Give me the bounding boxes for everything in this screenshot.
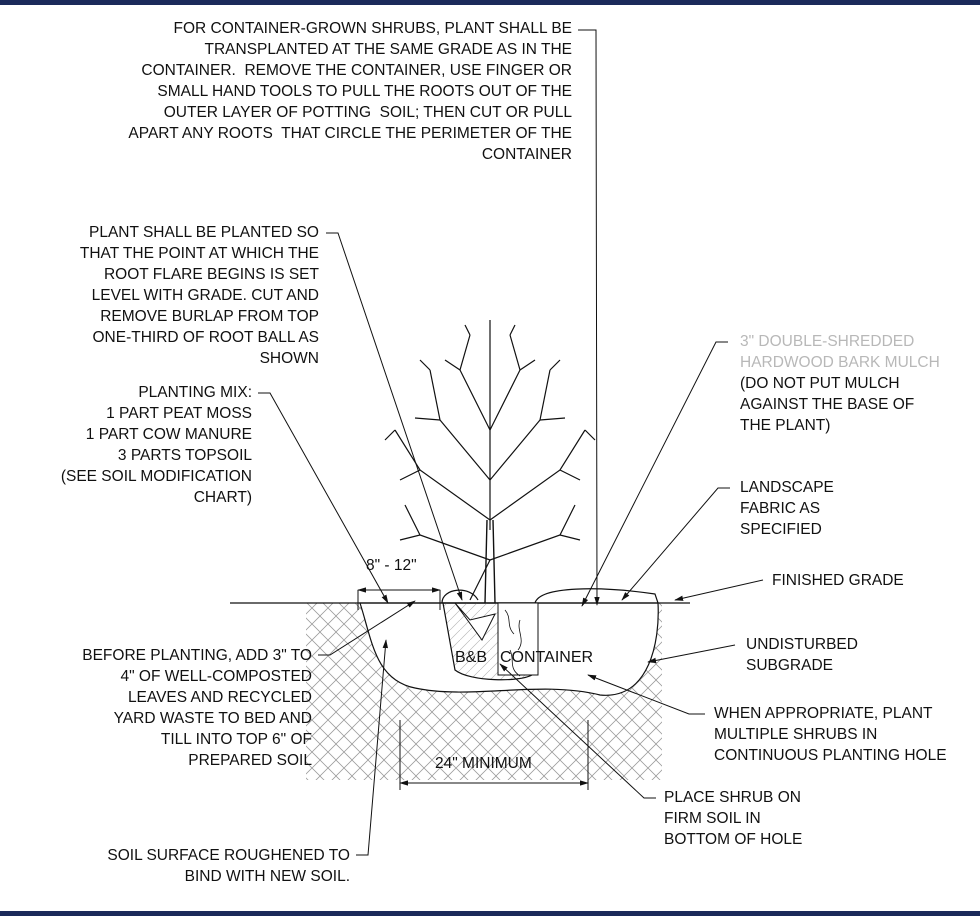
tree-trunk	[484, 519, 496, 604]
note-mulch-spec: 3" DOUBLE-SHREDDED HARDWOOD BARK MULCH	[740, 333, 940, 371]
bottom-frame-bar	[0, 911, 980, 916]
note-landscape-fabric: LANDSCAPE FABRIC AS SPECIFIED	[740, 479, 834, 538]
note-place-shrub: PLACE SHRUB ON FIRM SOIL IN BOTTOM OF HO…	[664, 789, 803, 848]
note-soil-surface: SOIL SURFACE ROUGHENED TO BIND WITH NEW …	[107, 847, 350, 885]
tree-canopy	[384, 320, 596, 601]
bb-label: B&B	[455, 649, 487, 666]
note-root-flare: PLANT SHALL BE PLANTED SO THAT THE POINT…	[79, 224, 319, 367]
note-container-grown: FOR CONTAINER-GROWN SHRUBS, PLANT SHALL …	[128, 20, 572, 163]
note-planting-mix: PLANTING MIX: 1 PART PEAT MOSS 1 PART CO…	[60, 384, 252, 506]
note-undisturbed-subgrade: UNDISTURBED SUBGRADE	[746, 636, 858, 674]
dim-minimum-label: 24" MINIMUM	[435, 755, 532, 772]
note-before-planting: BEFORE PLANTING, ADD 3" TO 4" OF WELL-CO…	[82, 647, 312, 769]
container-label: CONTAINER	[500, 649, 593, 666]
mulch-mound	[441, 588, 659, 604]
note-finished-grade: FINISHED GRADE	[772, 572, 904, 589]
note-when-appropriate: WHEN APPROPRIATE, PLANT MULTIPLE SHRUBS …	[714, 705, 947, 764]
dim-spacing-label: 8" - 12"	[366, 557, 417, 574]
container-outline	[497, 602, 539, 676]
burlap-flap	[454, 602, 496, 641]
top-frame-bar	[0, 0, 980, 5]
note-mulch-warning: (DO NOT PUT MULCH AGAINST THE BASE OF TH…	[740, 375, 915, 434]
